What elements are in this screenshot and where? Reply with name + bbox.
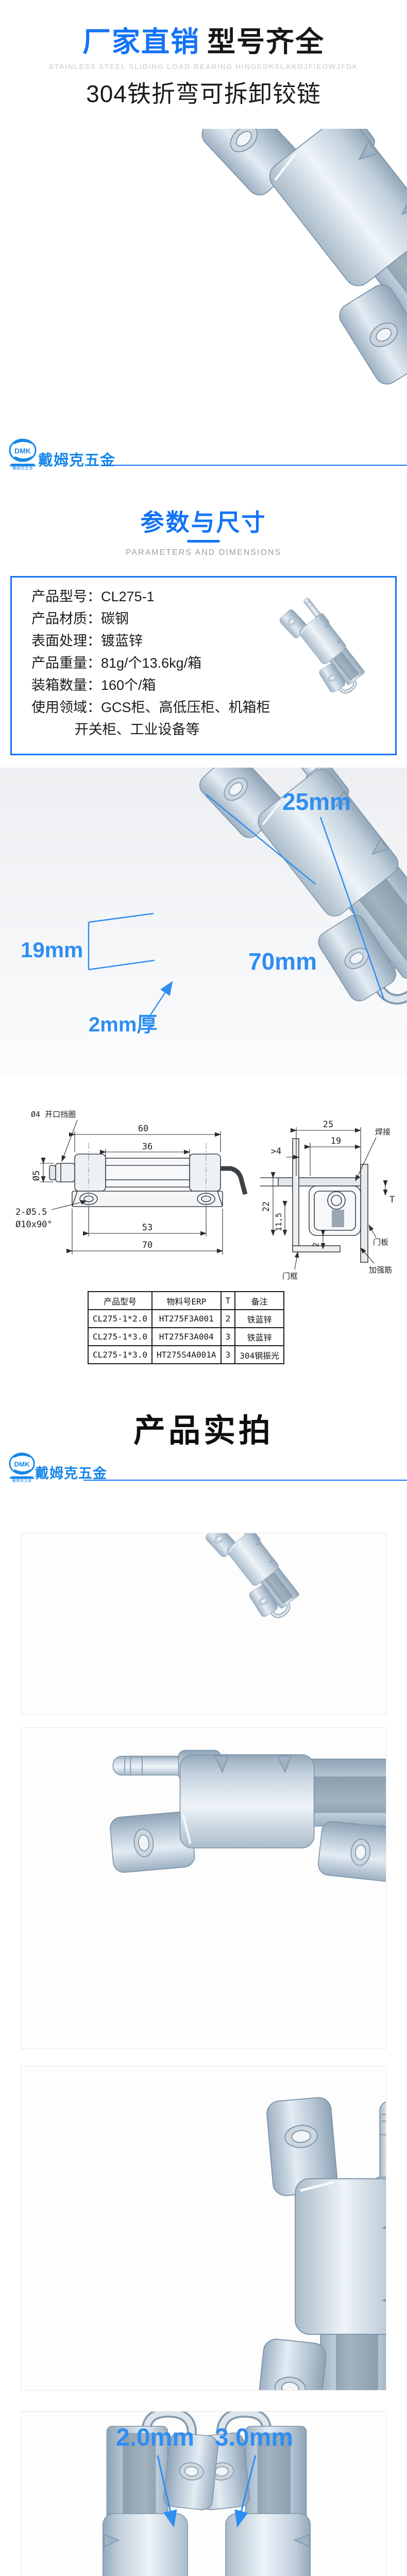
cell-erp: HT275S4A001A	[151, 1345, 222, 1364]
dim-thickness-label: 2mm厚	[89, 1013, 157, 1036]
hinge-illustration	[109, 1750, 386, 1883]
cad-label-door-panel: 门板	[373, 1238, 388, 1247]
product-title: 304铁折弯可拆卸铰链	[86, 80, 321, 107]
param-weight: 产品重量：81g/个13.6kg/箱	[31, 655, 202, 671]
cad-label-weld: 焊接	[375, 1127, 391, 1137]
param-material: 产品材质：碳钢	[31, 611, 129, 626]
spec-col-t: T	[220, 1291, 236, 1310]
cad-label-snap-ring: Ø4 开口挡圈	[31, 1110, 76, 1119]
cad-drawing: 60 36 53 70 Ø5 Ø4 开口挡圈 2-Ø5.5 Ø10x90°	[0, 1077, 407, 1293]
hinge-illustration	[275, 595, 370, 700]
brand-divider-line	[83, 1480, 407, 1481]
cad-section-view: 25 19 >4 22 11,5 2 T 焊接 门板 加强筋 门框	[260, 1120, 395, 1281]
thickness-label-right: 3.0mm	[215, 2424, 293, 2451]
param-applications: 使用领域：GCS柜、高低压柜、机箱柜	[31, 700, 270, 715]
cad-dim-25: 25	[323, 1120, 333, 1130]
cad-dim-36: 36	[142, 1142, 152, 1152]
brand-divider-line	[106, 465, 407, 466]
params-title-underline	[187, 540, 220, 543]
parameters-list: 产品型号：CL275-1 产品材质：碳钢 表面处理：镀蓝锌 产品重量：81g/个…	[31, 586, 270, 741]
cell-remark: 304钢振光	[234, 1345, 285, 1364]
cad-dim-t: T	[389, 1195, 395, 1205]
dimension-photo: 25mm 19mm 70mm 2mm厚	[0, 768, 407, 1075]
cad-section-dimensions: 25 19 >4 22 11,5 2 T 焊接 门板 加强筋 门框	[261, 1120, 395, 1281]
dimension-labels: 25mm 19mm 70mm 2mm厚	[21, 788, 351, 1036]
spec-col-remark: 备注	[234, 1291, 285, 1310]
brand-bar: 戴姆克五金	[0, 438, 407, 470]
param-qty-per-box: 装箱数量：160个/箱	[31, 677, 156, 693]
cell-t: 3	[220, 1345, 236, 1364]
spec-table-header-row: 产品型号 物料号ERP T 备注	[88, 1291, 285, 1310]
cell-erp: HT275F3A004	[151, 1327, 222, 1346]
dim-height-label: 19mm	[21, 938, 83, 962]
cell-model: CL275-1*2.0	[88, 1309, 152, 1328]
brand-bar: 戴姆克五金	[0, 1452, 407, 1484]
param-model: 产品型号：CL275-1	[31, 589, 155, 604]
cad-front-view: 60 36 53 70 Ø5 Ø4 开口挡圈 2-Ø5.5 Ø10x90°	[15, 1110, 248, 1255]
dmk-logo-icon	[8, 438, 37, 470]
spec-table: 产品型号 物料号ERP T 备注 CL275-1*2.0 HT275F3A001…	[88, 1291, 285, 1364]
cad-dim-2: 2	[311, 1242, 320, 1247]
table-row: CL275-1*2.0 HT275F3A001 2 铁蓝锌	[88, 1309, 285, 1328]
cell-t: 2	[220, 1309, 236, 1328]
table-row: CL275-1*3.0 HT275F3A004 3 铁蓝锌	[88, 1327, 285, 1346]
dim-width-label: 25mm	[282, 788, 351, 815]
cad-label-door-frame: 门框	[282, 1272, 298, 1281]
cad-dim-60: 60	[138, 1124, 148, 1134]
cell-remark: 铁蓝锌	[234, 1327, 285, 1346]
cad-dim-70: 70	[142, 1240, 152, 1250]
cad-dim-11-5: 11,5	[274, 1213, 283, 1231]
product-photo-angled	[21, 1533, 386, 1715]
cad-dim-22: 22	[261, 1201, 272, 1212]
hinge-illustration	[200, 1533, 305, 1625]
hero-subtitle-en: STAINLESS STEEL SLIDING LOAD-BEARING HIN…	[48, 62, 359, 71]
params-box-photo	[223, 578, 397, 754]
cell-remark: 铁蓝锌	[234, 1309, 285, 1328]
product-photo-upright	[21, 2066, 386, 2391]
brand-name: 戴姆克五金	[38, 452, 116, 469]
dimension-lines	[88, 794, 385, 1019]
cad-label-holes: 2-Ø5.5	[15, 1207, 47, 1217]
thickness-label-left: 2.0mm	[116, 2424, 194, 2451]
spec-col-model: 产品型号	[88, 1291, 152, 1310]
table-row: CL275-1*3.0 HT275S4A001A 3 304钢振光	[88, 1345, 285, 1364]
cell-model: CL275-1*3.0	[88, 1327, 152, 1346]
cad-label-countersink: Ø10x90°	[15, 1219, 53, 1230]
cad-label-rib: 加强筋	[369, 1265, 392, 1275]
hinge-illustration	[255, 2096, 386, 2390]
product-photo-thickness-comparison: 2.0mm 3.0mm	[21, 2411, 386, 2576]
hero-title: 厂家直销型号齐全	[0, 19, 407, 60]
parameters-box: 产品型号：CL275-1 产品材质：碳钢 表面处理：镀蓝锌 产品重量：81g/个…	[10, 576, 397, 755]
brand-name: 戴姆克五金	[35, 1466, 107, 1481]
main-product-photo	[0, 129, 407, 438]
hinge-illustration	[185, 129, 407, 412]
dmk-logo-icon	[8, 1452, 36, 1482]
cad-dim-53: 53	[142, 1223, 152, 1233]
photos-section-title: 产品实拍	[133, 1413, 274, 1449]
cell-model: CL275-1*3.0	[88, 1345, 152, 1364]
cad-dim-19: 19	[331, 1136, 341, 1146]
params-section-subtitle: PARAMETERS AND DIMENSIONS	[125, 548, 282, 557]
product-photo-horizontal	[21, 1727, 386, 2049]
cad-dim-dia5: Ø5	[31, 1171, 42, 1181]
dim-length-label: 70mm	[248, 948, 317, 975]
param-finish: 表面处理：镀蓝锌	[31, 633, 143, 649]
hero-title-accent: 厂家直销	[82, 26, 200, 58]
thickness-arrows	[157, 2455, 257, 2528]
hero-title-rest: 型号齐全	[207, 26, 325, 58]
params-section-title: 参数与尺寸	[140, 509, 267, 536]
cad-front-dimensions: 60 36 53 70 Ø5 Ø4 开口挡圈 2-Ø5.5 Ø10x90°	[15, 1110, 152, 1250]
cell-erp: HT275F3A001	[151, 1309, 222, 1328]
param-applications-cont: 开关柜、工业设备等	[74, 722, 200, 737]
spec-col-erp: 物料号ERP	[151, 1291, 222, 1310]
cad-dim-gt4: >4	[271, 1146, 281, 1157]
cell-t: 3	[220, 1327, 236, 1346]
